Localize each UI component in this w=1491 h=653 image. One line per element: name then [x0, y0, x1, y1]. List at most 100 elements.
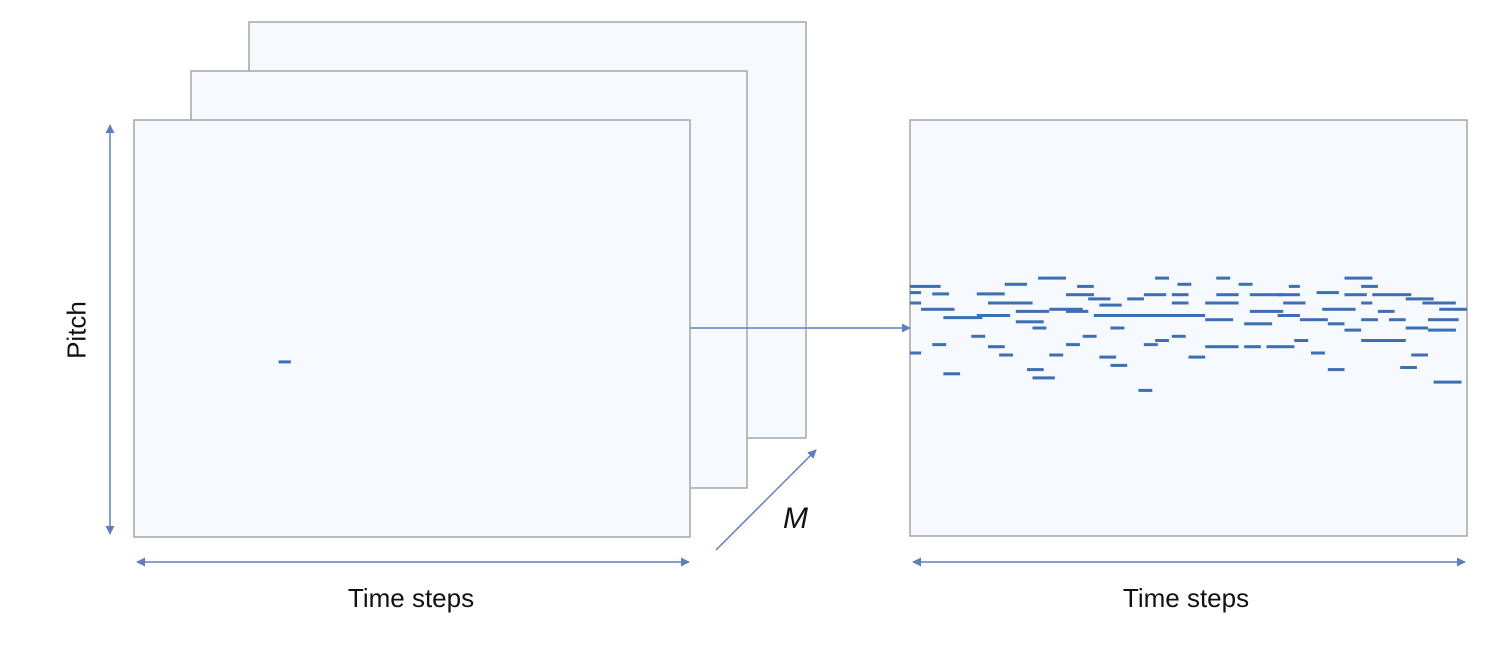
note-bar [1344, 328, 1362, 332]
note-bar [1249, 293, 1284, 297]
note-bar [1066, 309, 1089, 313]
note-bar [1288, 284, 1300, 288]
note-bar [1182, 314, 1206, 317]
note-bar [1066, 293, 1094, 297]
note-bar [1205, 318, 1234, 322]
note-bar [1322, 307, 1356, 311]
note-bar [1049, 353, 1064, 357]
note-bar [1032, 326, 1047, 330]
stack-frame-front [133, 119, 691, 538]
note-bar [1082, 334, 1097, 338]
note-bar [1377, 309, 1395, 313]
note-bar [1422, 301, 1456, 305]
note-bar [1372, 293, 1389, 297]
depth-axis-arrow [715, 449, 817, 551]
note-bar [1171, 334, 1186, 338]
note-bar [1283, 301, 1306, 305]
note-bar [1277, 293, 1300, 297]
note-bar [1038, 276, 1066, 280]
note-bar [278, 360, 291, 364]
note-bar [1143, 293, 1167, 297]
note-bar [1428, 318, 1459, 322]
note-bar [1361, 284, 1378, 288]
note-bar [1344, 276, 1373, 280]
time-axis-label-left: Time steps [347, 583, 475, 613]
note-bar [910, 291, 922, 295]
note-bar [1361, 339, 1406, 342]
merged-pianoroll-notes [910, 276, 1467, 392]
note-bar [1205, 301, 1239, 305]
time-axis-label-right: Time steps [1122, 583, 1250, 613]
note-bar [1411, 353, 1428, 357]
note-bar [1428, 328, 1456, 332]
note-bar [999, 353, 1013, 357]
note-bar [1027, 368, 1044, 372]
note-bar [1032, 376, 1055, 380]
note-bar [1327, 322, 1345, 326]
note-bar [1171, 293, 1189, 297]
note-bar [932, 292, 949, 296]
note-bar [1138, 388, 1153, 392]
note-bar [1015, 309, 1050, 313]
note-bar [1361, 318, 1378, 322]
note-bar [1277, 314, 1300, 317]
depth-axis-label: M [783, 502, 808, 535]
note-bar [1155, 276, 1169, 280]
note-bar [1099, 355, 1117, 359]
note-bar [1110, 326, 1125, 330]
note-bar [1127, 297, 1144, 301]
note-bar [1205, 345, 1239, 349]
note-bar [1015, 320, 1044, 324]
note-bar [976, 292, 1005, 296]
note-bar [1344, 293, 1367, 297]
note-bar [1389, 293, 1412, 297]
note-bar [988, 301, 1011, 305]
note-bar [1244, 322, 1273, 326]
note-bar [1155, 339, 1169, 342]
note-bar [1216, 293, 1239, 297]
note-bar [1216, 276, 1231, 280]
note-bar [1327, 368, 1345, 372]
note-bar [1400, 366, 1417, 369]
note-bar [1177, 282, 1192, 286]
note-bar [1143, 343, 1158, 347]
note-bar [1010, 301, 1033, 305]
merged-pianoroll-frame [909, 119, 1468, 537]
note-bar [1093, 314, 1133, 317]
note-bar [1433, 380, 1462, 384]
note-bar [1244, 345, 1261, 349]
note-bar [971, 334, 986, 338]
note-bar [1266, 345, 1295, 349]
note-bar [1099, 303, 1122, 307]
note-bar [1311, 351, 1325, 355]
pitch-axis-label: Pitch [61, 301, 92, 359]
note-bar [1004, 282, 1027, 286]
note-bar [1155, 314, 1189, 317]
note-bar [1171, 301, 1189, 305]
note-bar [1439, 307, 1467, 311]
note-bar [1066, 343, 1080, 347]
note-bar [1389, 318, 1406, 322]
note-bar [943, 316, 983, 320]
note-bar [1049, 307, 1083, 311]
note-bar [932, 343, 947, 347]
note-bar [1316, 291, 1339, 295]
note-bar [1299, 318, 1328, 322]
note-bar [1088, 297, 1111, 301]
note-bar [1294, 339, 1309, 342]
note-bar [910, 351, 922, 355]
note-bar [988, 345, 1005, 349]
note-bar [976, 314, 1011, 317]
note-bar [1405, 297, 1434, 301]
note-bar [1127, 314, 1167, 317]
note-bar [921, 307, 955, 311]
note-bar [1361, 301, 1373, 305]
note-bar [1238, 282, 1253, 286]
note-bar [910, 284, 941, 288]
note-bar [1249, 309, 1284, 313]
note-bar [943, 372, 961, 376]
front-frame-notes [278, 360, 291, 364]
note-bar [1077, 284, 1094, 288]
note-bar [910, 301, 922, 305]
